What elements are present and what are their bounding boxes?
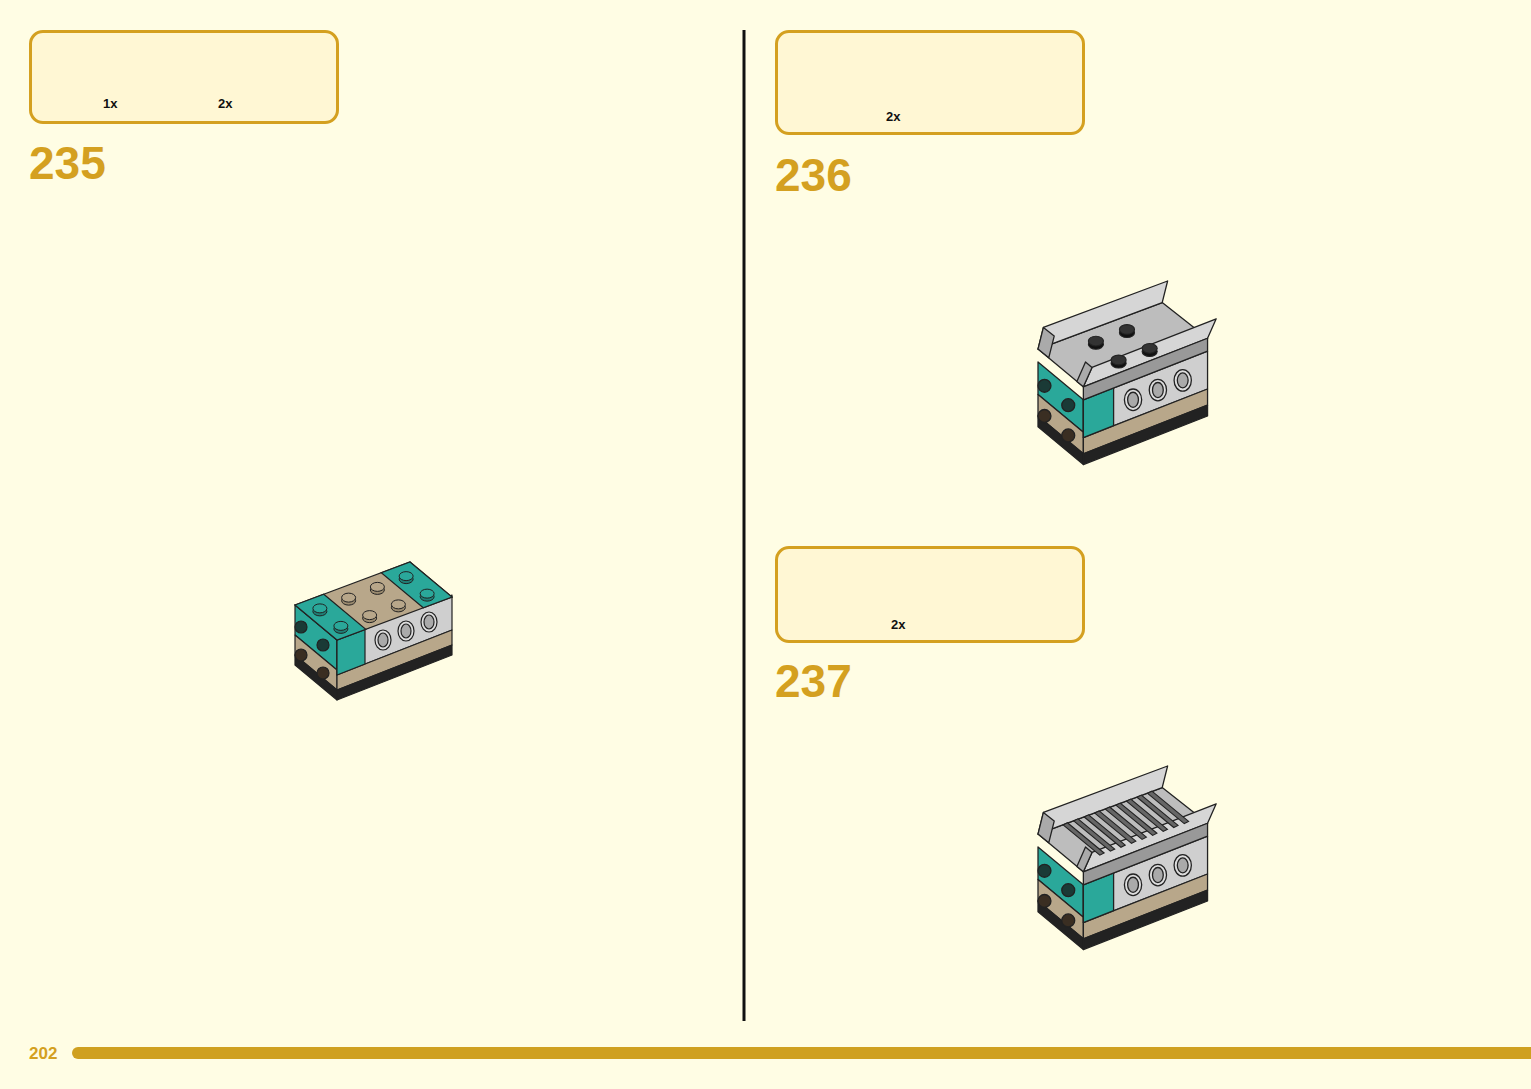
page-number: 202 (29, 1045, 57, 1062)
part-quantity: 2x (891, 617, 905, 632)
parts-callout: 2x (775, 546, 1085, 643)
part-quantity: 1x (103, 96, 117, 111)
parts-callout: 2x (775, 30, 1085, 135)
parts-callout: 1x 2x (29, 30, 339, 124)
step-number: 237 (775, 658, 852, 704)
step-number: 235 (29, 140, 106, 186)
part-quantity: 2x (218, 96, 232, 111)
page-bar (72, 1047, 1531, 1059)
part-quantity: 2x (886, 109, 900, 124)
page-divider (743, 30, 746, 1021)
step-number: 236 (775, 152, 852, 198)
